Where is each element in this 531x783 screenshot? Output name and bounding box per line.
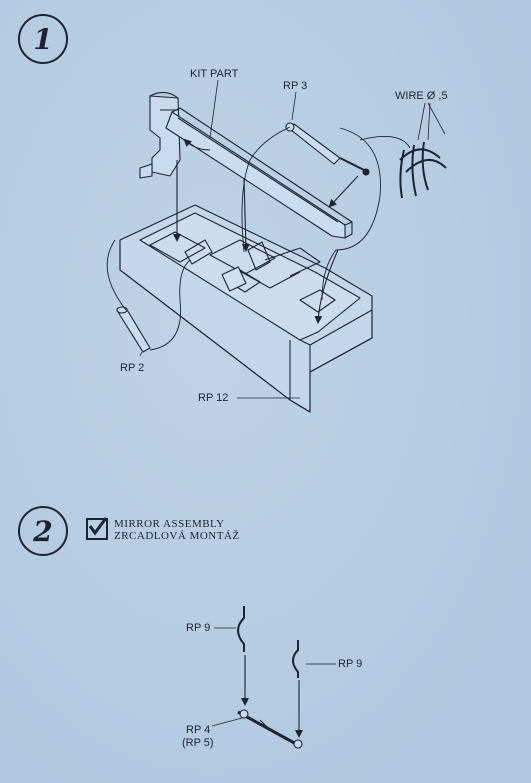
- label-wire: WIRE Ø ,5: [395, 90, 448, 102]
- step1-drawing: [106, 79, 447, 413]
- label-rp2: RP 2: [120, 362, 145, 374]
- label-rp3: RP 3: [283, 80, 308, 92]
- base-tub-rp12: [119, 204, 373, 413]
- check-icon: [86, 517, 108, 540]
- inner-parts: [184, 239, 271, 292]
- guide-curves: [106, 126, 411, 351]
- label-rp9-right: RP 9: [338, 658, 363, 670]
- step-2-number-text: 2: [33, 514, 53, 548]
- kit-part-bar: [165, 107, 353, 239]
- step-1-number-text: 1: [33, 22, 53, 56]
- rp3-rod: [285, 122, 370, 176]
- step2-arrows: [241, 655, 303, 738]
- label-kit-part: KIT PART: [190, 68, 239, 80]
- rp9-left-part: [237, 606, 245, 652]
- step-2-number: 2: [18, 506, 68, 556]
- rp4-rod: [237, 709, 303, 749]
- label-rp5: (RP 5): [182, 737, 214, 749]
- step2-leaders: [211, 627, 336, 727]
- step2-drawing: [211, 606, 336, 749]
- step-1-number: 1: [18, 14, 68, 64]
- rp2-pin: [116, 306, 151, 353]
- step2-title-en: MIRROR ASSEMBLY: [114, 518, 225, 530]
- label-rp12: RP 12: [198, 392, 229, 404]
- column-assembly: [139, 91, 181, 179]
- wires: [399, 141, 447, 199]
- step1-leaders: [139, 79, 446, 399]
- label-rp9-left: RP 9: [186, 622, 211, 634]
- checkmark-glyph: [88, 517, 108, 536]
- rp9-right-part: [292, 640, 299, 678]
- label-rp4: RP 4: [186, 724, 211, 736]
- step1-arrows: [173, 138, 359, 324]
- step2-title-cz: ZRCADLOVÁ MONTÁŽ: [114, 530, 240, 542]
